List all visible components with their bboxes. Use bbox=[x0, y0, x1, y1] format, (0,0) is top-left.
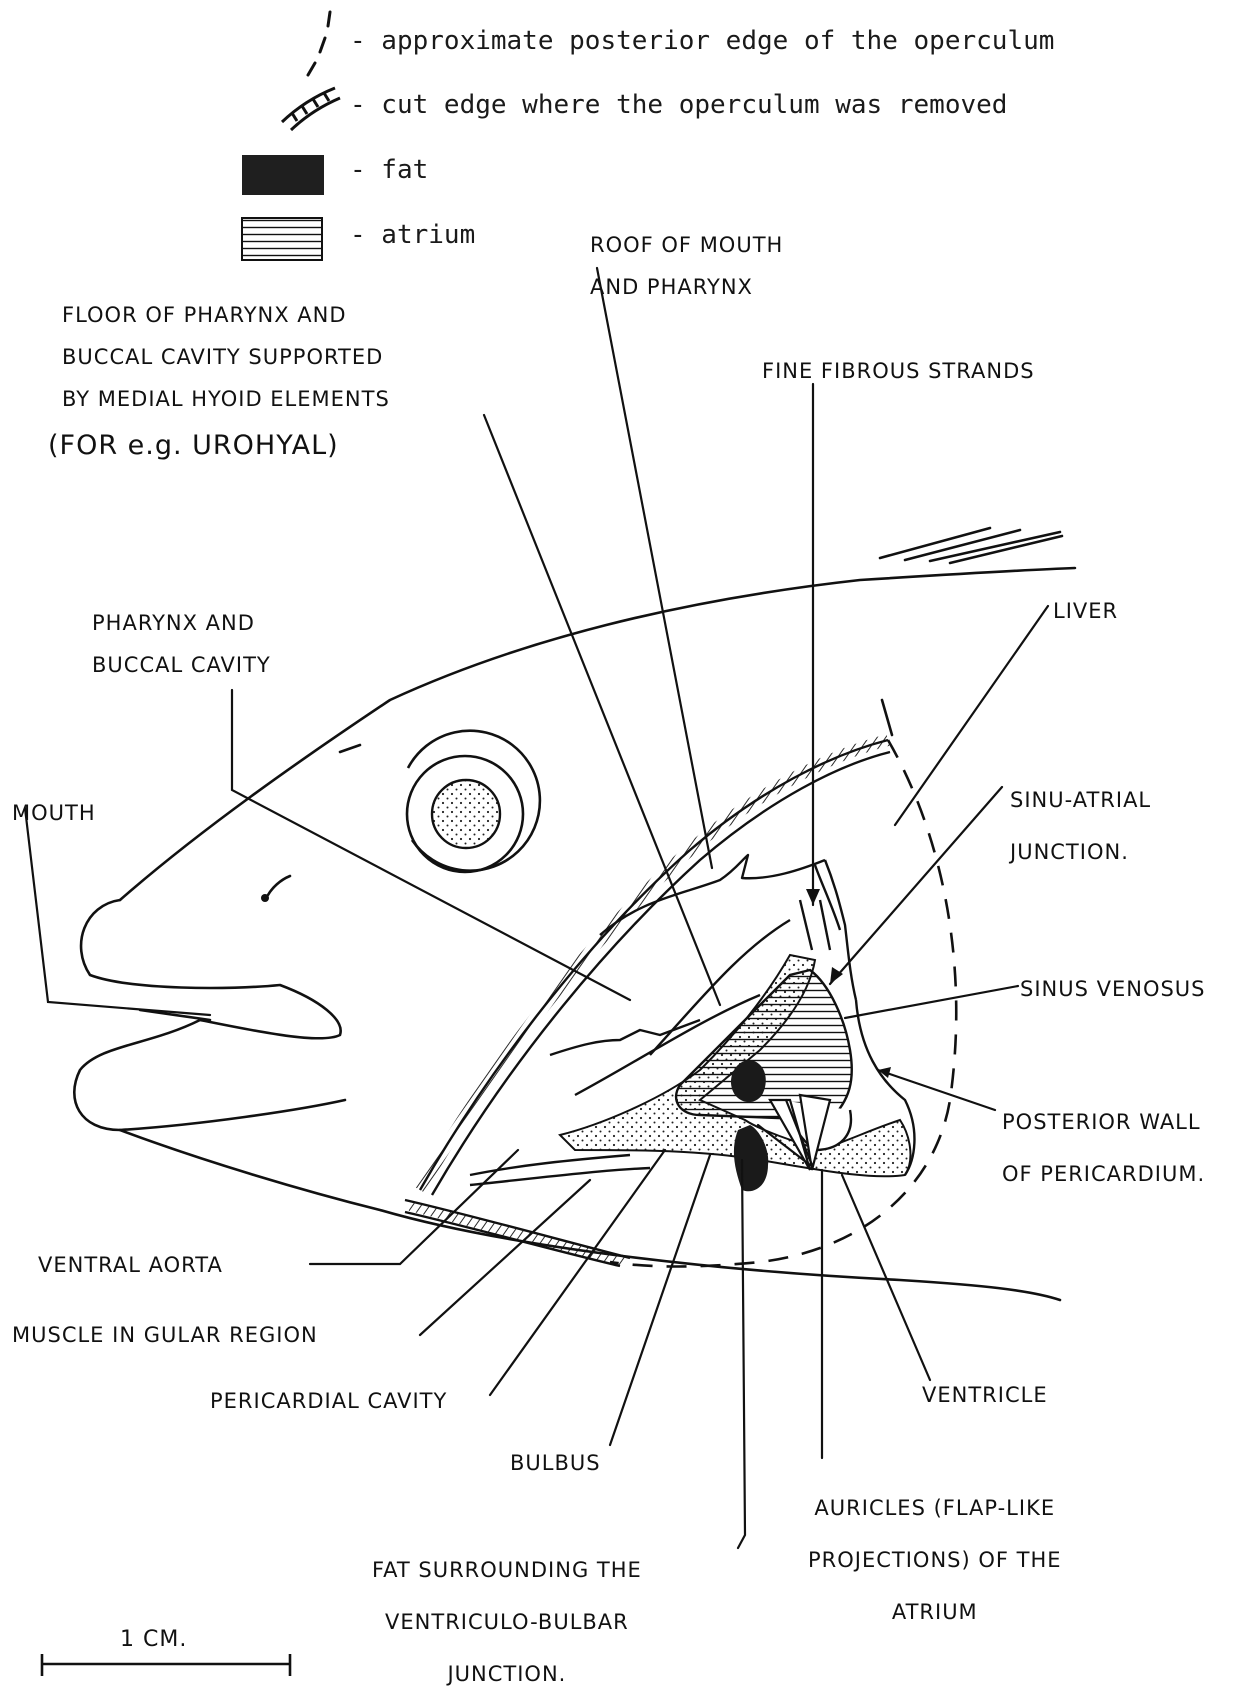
label-floor-of-pharynx: FLOOR OF PHARYNX AND BUCCAL CAVITY SUPPO… bbox=[62, 294, 390, 420]
legend-operculum-edge-label: - approximate posterior edge of the oper… bbox=[350, 26, 1054, 56]
atrium bbox=[676, 970, 852, 1120]
legend-cut-edge-symbol bbox=[282, 88, 340, 130]
label-fine-fibrous-strands: FINE FIBROUS STRANDS bbox=[762, 358, 1035, 385]
legend-atrium-label: - atrium bbox=[350, 220, 475, 250]
label-liver: LIVER bbox=[1053, 598, 1118, 625]
legend-fat-label: - fat bbox=[350, 155, 428, 185]
label-bulbus: BULBUS bbox=[510, 1450, 601, 1477]
legend-atrium-swatch bbox=[242, 218, 322, 260]
legend-fat-swatch bbox=[242, 155, 324, 195]
nostril-dot bbox=[261, 894, 269, 902]
legend-cut-edge-label: - cut edge where the operculum was remov… bbox=[350, 90, 1007, 120]
label-ventricle: VENTRICLE bbox=[922, 1382, 1048, 1409]
label-fat-surrounding: FAT SURROUNDING THE VENTRICULO-BULBAR JU… bbox=[372, 1544, 642, 1700]
label-mouth: MOUTH bbox=[12, 800, 96, 827]
label-pericardial-cavity: PERICARDIAL CAVITY bbox=[210, 1388, 447, 1415]
label-floor-example: (FOR e.g. UROHYAL) bbox=[48, 428, 339, 463]
scale-bar-label: 1 CM. bbox=[120, 1626, 187, 1655]
label-muscle-gular: MUSCLE IN GULAR REGION bbox=[12, 1322, 318, 1349]
eye bbox=[407, 731, 540, 872]
label-ventral-aorta: VENTRAL AORTA bbox=[38, 1252, 223, 1279]
label-sinus-venosus: SINUS VENOSUS bbox=[1020, 976, 1206, 1003]
label-posterior-wall: POSTERIOR WALL OF PERICARDIUM. bbox=[1002, 1096, 1205, 1200]
label-auricles: AURICLES (FLAP-LIKE PROJECTIONS) OF THE … bbox=[808, 1482, 1062, 1638]
label-sinu-atrial-junction: SINU-ATRIAL JUNCTION. bbox=[1010, 774, 1151, 878]
legend-dashed-symbol bbox=[308, 12, 330, 75]
label-pharynx-buccal-cavity: PHARYNX AND BUCCAL CAVITY bbox=[92, 602, 271, 686]
scale-bar bbox=[42, 1654, 290, 1676]
label-roof-of-mouth: ROOF OF MOUTH AND PHARYNX bbox=[590, 224, 783, 308]
